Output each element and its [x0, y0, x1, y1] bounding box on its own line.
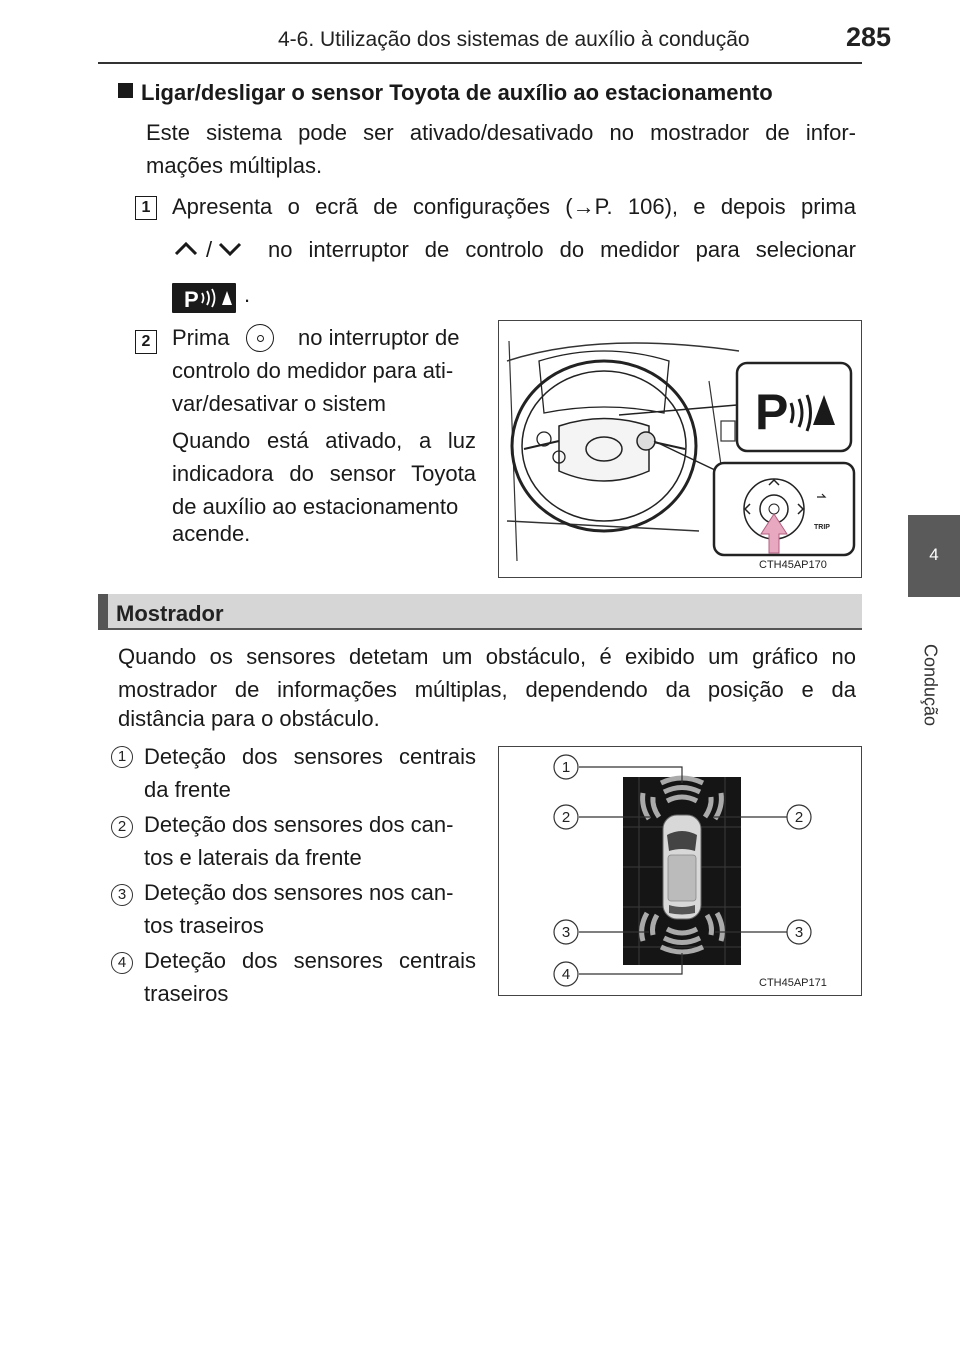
- section-heading-text: Ligar/desligar o sensor Toyota de auxíli…: [141, 80, 773, 105]
- svg-text:TRIP: TRIP: [814, 524, 830, 531]
- svg-text:P: P: [755, 384, 788, 440]
- chevron-up-icon: [174, 241, 198, 256]
- callout-label: 1: [562, 759, 570, 776]
- header-title: 4-6. Utilização dos sistemas de auxílio …: [278, 28, 750, 51]
- list-item-line: da frente: [144, 777, 231, 802]
- section-title: Mostrador: [116, 601, 224, 626]
- display-para-line-3: distância para o obstáculo.: [118, 706, 380, 731]
- parking-sensor-menu-icon: P: [172, 283, 236, 313]
- chapter-number: 4: [929, 545, 939, 564]
- display-para-line-1: Quando os sensores detetam um obstáculo,…: [118, 644, 856, 669]
- svg-text:P: P: [184, 287, 199, 312]
- chevron-separator: /: [206, 237, 213, 262]
- step-badge-2: 2: [135, 330, 157, 354]
- section-heading: Ligar/desligar o sensor Toyota de auxíli…: [118, 80, 773, 106]
- steering-wheel-illustration: P TRIP: [506, 340, 856, 562]
- sensor-display-figure: 1 2 2 3 3 4 CTH45AP171: [498, 746, 862, 996]
- list-item-number: 4: [111, 952, 133, 974]
- display-para-line-2: mostrador de informações múltiplas, depe…: [118, 677, 856, 702]
- chapter-label: Condução: [920, 643, 941, 727]
- callout-label: 3: [562, 924, 570, 941]
- figure-code-1: CTH45AP170: [759, 559, 827, 571]
- step2-line-6: de auxílio ao estacionamento: [172, 494, 459, 519]
- chapter-tab: [908, 515, 960, 597]
- chevron-down-icon: [218, 242, 242, 257]
- page-number: 285: [846, 22, 892, 52]
- step1-line-2: no interruptor de controlo do medidor pa…: [268, 237, 856, 262]
- list-item-line: Deteção dos sensores centrais: [144, 744, 476, 769]
- section-bar: [98, 594, 862, 630]
- callout-label: 3: [795, 924, 803, 941]
- figure-code-2: CTH45AP171: [759, 977, 827, 989]
- section-bar-accent: [98, 594, 108, 630]
- list-item-line: tos traseiros: [144, 913, 264, 938]
- step2-line-1a: Prima: [172, 325, 230, 350]
- callout-label: 2: [795, 809, 803, 826]
- list-item-line: Deteção dos sensores dos can-: [144, 812, 454, 837]
- header-rule: [98, 62, 862, 64]
- intro-line-1: Este sistema pode ser ativado/desativado…: [146, 120, 856, 145]
- steering-wheel-figure: P TRIP CTH45AP170: [498, 320, 862, 578]
- list-item-number: 3: [111, 884, 133, 906]
- list-item-line: traseiros: [144, 981, 229, 1006]
- step2-line-5: indicadora do sensor Toyota: [172, 461, 476, 486]
- square-bullet-icon: [118, 83, 133, 98]
- step1-line-1: Apresenta o ecrã de configurações (→P. 1…: [172, 194, 856, 219]
- step2-line-1b: no interruptor de: [298, 325, 460, 350]
- list-item-number: 1: [111, 746, 133, 768]
- step2-line-7: acende.: [172, 521, 251, 546]
- list-item-number: 2: [111, 816, 133, 838]
- list-item-line: Deteção dos sensores nos can-: [144, 880, 454, 905]
- list-item-line: tos e laterais da frente: [144, 845, 362, 870]
- sensor-display-illustration: 1 2 2 3 3 4: [553, 754, 812, 987]
- step1-line-3: .: [244, 282, 251, 307]
- intro-line-2: mações múltiplas.: [146, 153, 323, 178]
- callout-label: 2: [562, 809, 570, 826]
- enter-button-icon: [246, 324, 274, 352]
- step2-line-3: var/desativar o sistem: [172, 391, 386, 416]
- step-badge-1: 1: [135, 196, 157, 220]
- callout-label: 4: [562, 966, 570, 983]
- step2-line-2: controlo do medidor para ati-: [172, 358, 454, 383]
- step2-line-4: Quando está ativado, a luz: [172, 428, 476, 453]
- list-item-line: Deteção dos sensores centrais: [144, 948, 476, 973]
